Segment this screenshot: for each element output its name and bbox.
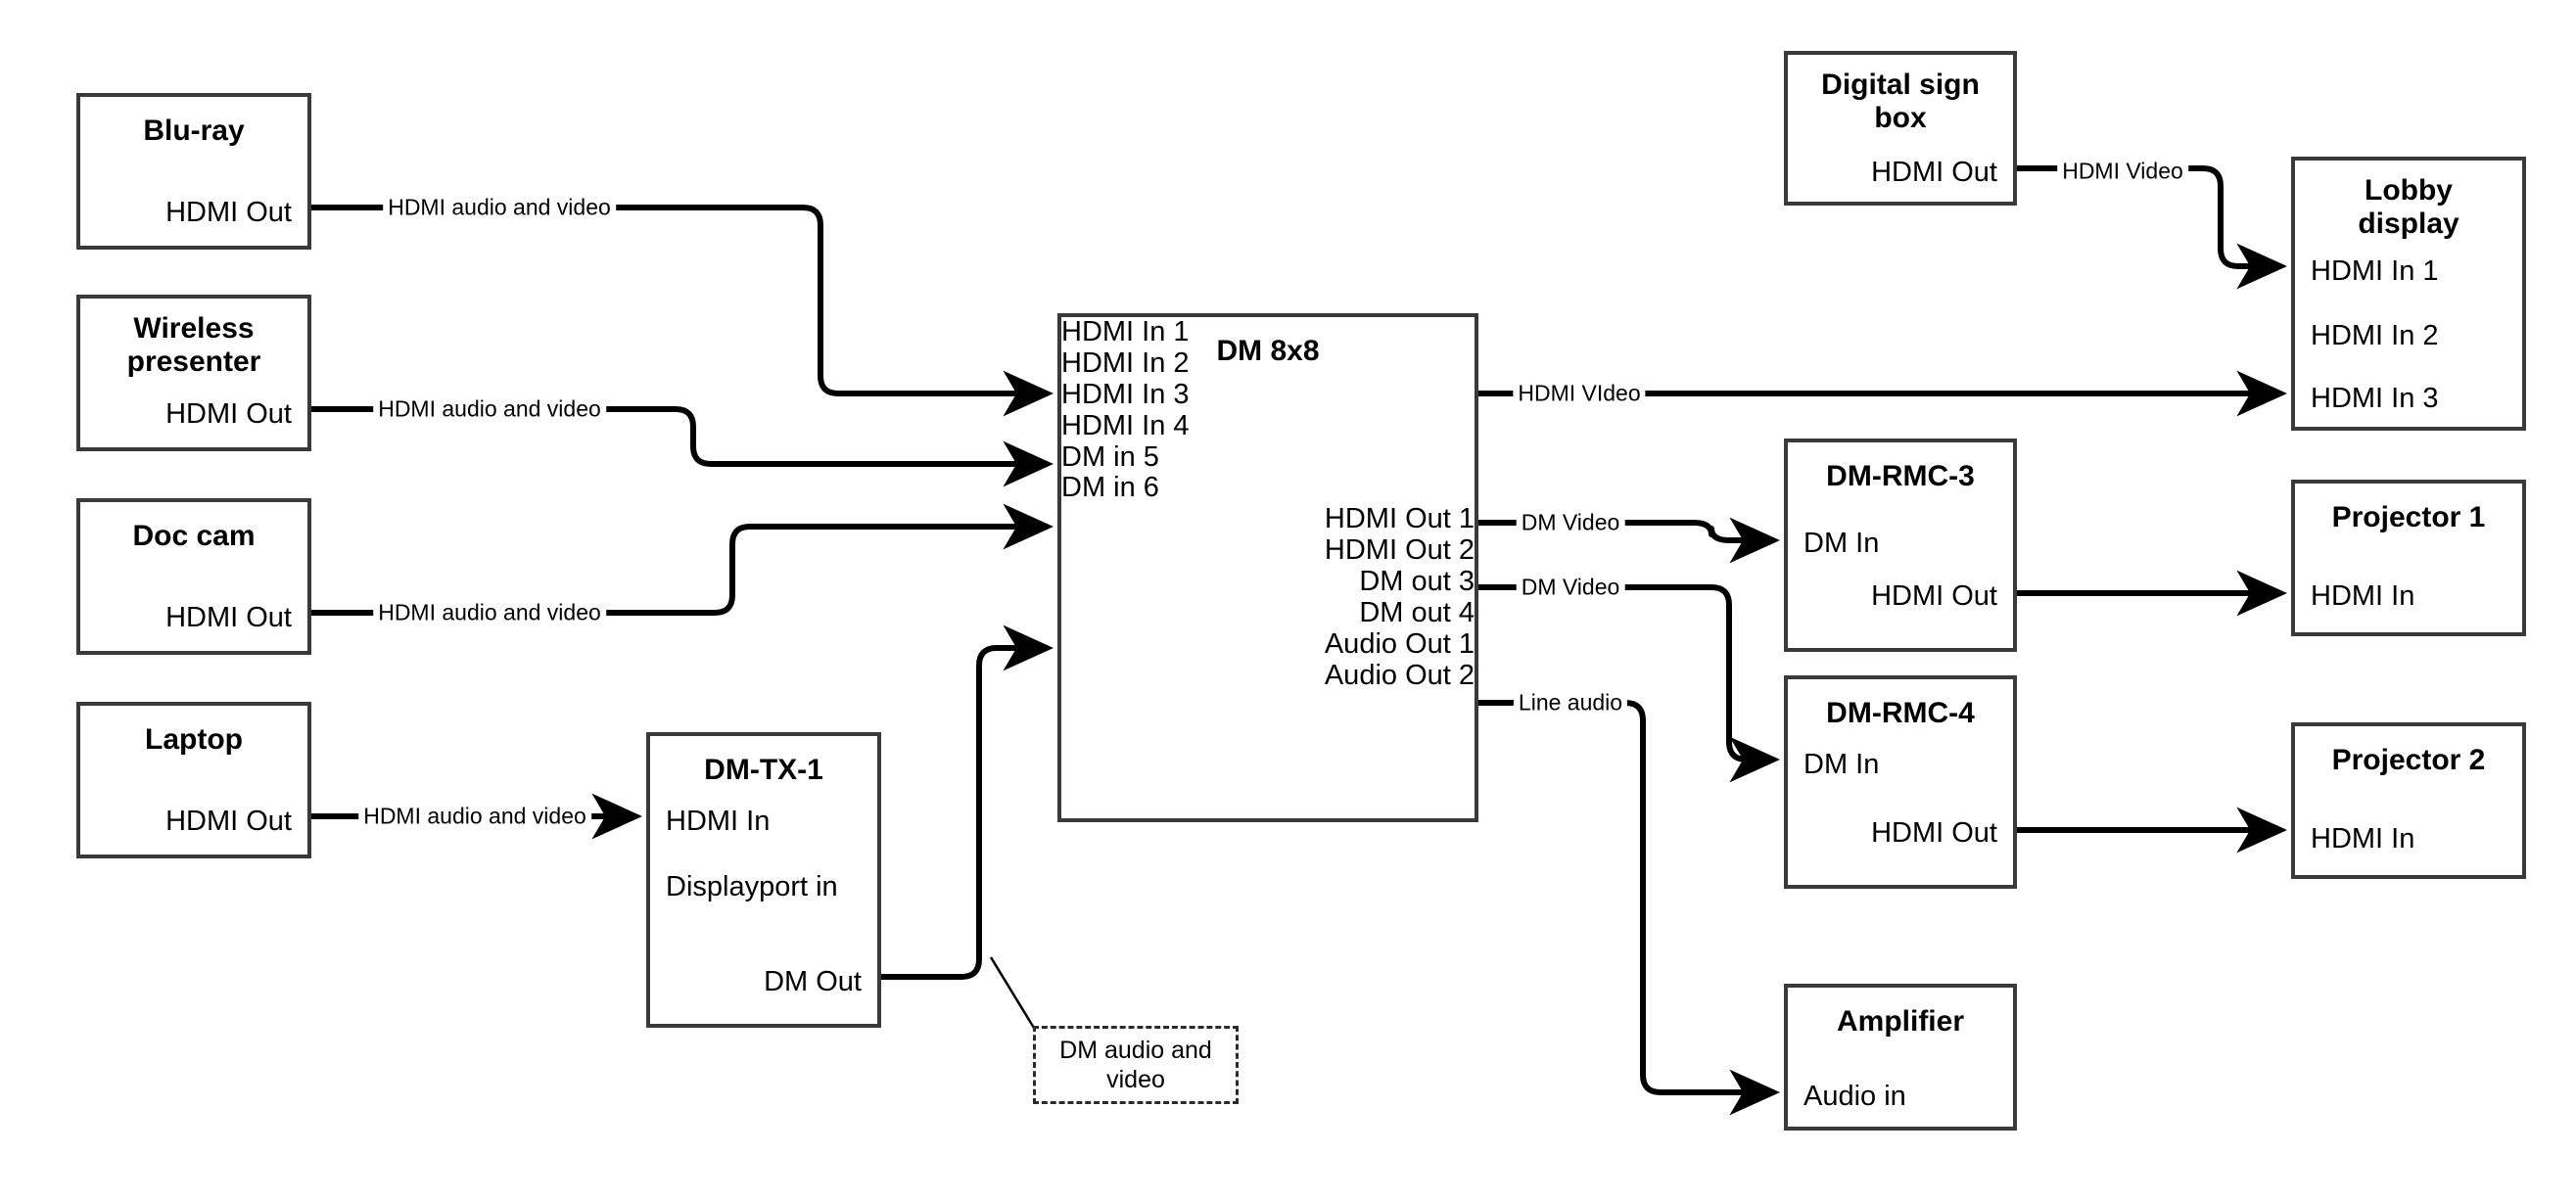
node-doc-cam-title: Doc cam [132,520,256,552]
node-digital-sign-box-title: Digital sign box [1821,69,1980,134]
node-dm-8x8-output-6: Audio Out 2 [1324,659,1475,691]
callout-dm-audio-and-video: DM audio and video [1033,1026,1239,1104]
node-dm-tx-1-port-hdmi-in: HDMI In [666,806,771,837]
node-dm-8x8[interactable]: DM 8x8 HDMI In 1 HDMI In 2 HDMI In 3 HDM… [1057,313,1478,822]
node-dm-rmc-3[interactable]: DM-RMC-3 DM In HDMI Out [1784,439,2017,652]
node-dm-8x8-output-4: DM out 4 [1359,597,1475,629]
node-dm-rmc-3-port-dm-in: DM In [1803,528,1880,559]
node-dm-8x8-output-2: HDMI Out 2 [1324,534,1475,567]
node-dm-rmc-4-port-dm-in: DM In [1803,749,1880,780]
node-dm-8x8-output-5: Audio Out 1 [1324,627,1475,660]
node-dm-8x8-input-3: HDMI In 3 [1061,378,1190,410]
node-dm-rmc-4-title: DM-RMC-4 [1826,697,1975,729]
wire-label-sign-to-lobby: HDMI Video [2057,160,2188,183]
node-digital-sign-box-port-hdmi-out: HDMI Out [1871,157,1997,188]
node-amplifier[interactable]: Amplifier Audio in [1784,984,2017,1131]
wire-label-dmout3-to-rmc3: DM Video [1516,511,1625,534]
node-laptop-title: Laptop [145,723,243,756]
node-projector-2-port-hdmi-in: HDMI In [2311,823,2415,855]
node-doc-cam[interactable]: Doc cam HDMI Out [76,498,311,655]
node-bluray-port-hdmi-out: HDMI Out [165,197,292,228]
node-lobby-display-title: Lobby display [2358,174,2459,240]
node-wireless-presenter-port-hdmi-out: HDMI Out [165,398,292,430]
wire-label-audioout1-to-amplifier: Line audio [1513,691,1628,715]
node-dm-rmc-3-port-hdmi-out: HDMI Out [1871,580,1997,612]
node-amplifier-port-audio-in: Audio in [1803,1081,1906,1112]
node-dm-8x8-title: DM 8x8 [1216,335,1320,367]
node-dm-tx-1-port-dm-out: DM Out [764,966,862,997]
node-dm-tx-1-title: DM-TX-1 [704,754,823,786]
wire-label-doccam-to-dm8x8: HDMI audio and video [373,601,606,624]
node-bluray[interactable]: Blu-ray HDMI Out [76,93,311,250]
node-dm-tx-1[interactable]: DM-TX-1 HDMI In Displayport in DM Out [646,732,881,1028]
node-dm-8x8-input-6: DM in 6 [1061,472,1159,504]
node-dm-8x8-input-5: DM in 5 [1061,440,1159,473]
node-dm-8x8-output-3: DM out 3 [1359,566,1475,598]
node-laptop[interactable]: Laptop HDMI Out [76,702,311,858]
node-wireless-presenter-title: Wireless presenter [126,312,261,378]
node-projector-1-port-hdmi-in: HDMI In [2311,580,2415,612]
node-projector-2-title: Projector 2 [2331,744,2486,776]
node-dm-8x8-input-2: HDMI In 2 [1061,346,1190,379]
node-dm-8x8-input-4: HDMI In 4 [1061,409,1190,441]
node-digital-sign-box[interactable]: Digital sign box HDMI Out [1784,51,2017,206]
node-dm-rmc-3-title: DM-RMC-3 [1826,460,1975,492]
node-lobby-display-input-3: HDMI In 3 [2311,383,2439,414]
wire-label-bluray-to-dm8x8: HDMI audio and video [383,196,616,219]
node-amplifier-title: Amplifier [1836,1005,1965,1038]
node-wireless-presenter[interactable]: Wireless presenter HDMI Out [76,295,311,451]
node-dm-tx-1-port-displayport-in: Displayport in [666,871,838,902]
node-projector-1-title: Projector 1 [2331,501,2486,533]
node-doc-cam-port-hdmi-out: HDMI Out [165,602,292,633]
node-dm-8x8-output-1: HDMI Out 1 [1324,503,1475,535]
node-lobby-display-input-2: HDMI In 2 [2311,320,2439,351]
node-laptop-port-hdmi-out: HDMI Out [165,806,292,837]
node-dm-rmc-4-port-hdmi-out: HDMI Out [1871,817,1997,849]
wire-label-hdmiout1-to-lobby: HDMI VIdeo [1513,382,1646,405]
wire-label-wireless-to-dm8x8: HDMI audio and video [373,397,606,421]
wire-label-dmout4-to-rmc4: DM Video [1516,576,1625,599]
node-bluray-title: Blu-ray [143,115,245,147]
node-lobby-display[interactable]: Lobby display HDMI In 1 HDMI In 2 HDMI I… [2291,157,2526,431]
node-projector-2[interactable]: Projector 2 HDMI In [2291,722,2526,879]
wire-label-laptop-to-dmtx1: HDMI audio and video [358,805,591,828]
node-dm-rmc-4[interactable]: DM-RMC-4 DM In HDMI Out [1784,675,2017,889]
node-projector-1[interactable]: Projector 1 HDMI In [2291,480,2526,636]
node-lobby-display-input-1: HDMI In 1 [2311,255,2439,287]
node-dm-8x8-input-1: HDMI In 1 [1061,316,1190,347]
